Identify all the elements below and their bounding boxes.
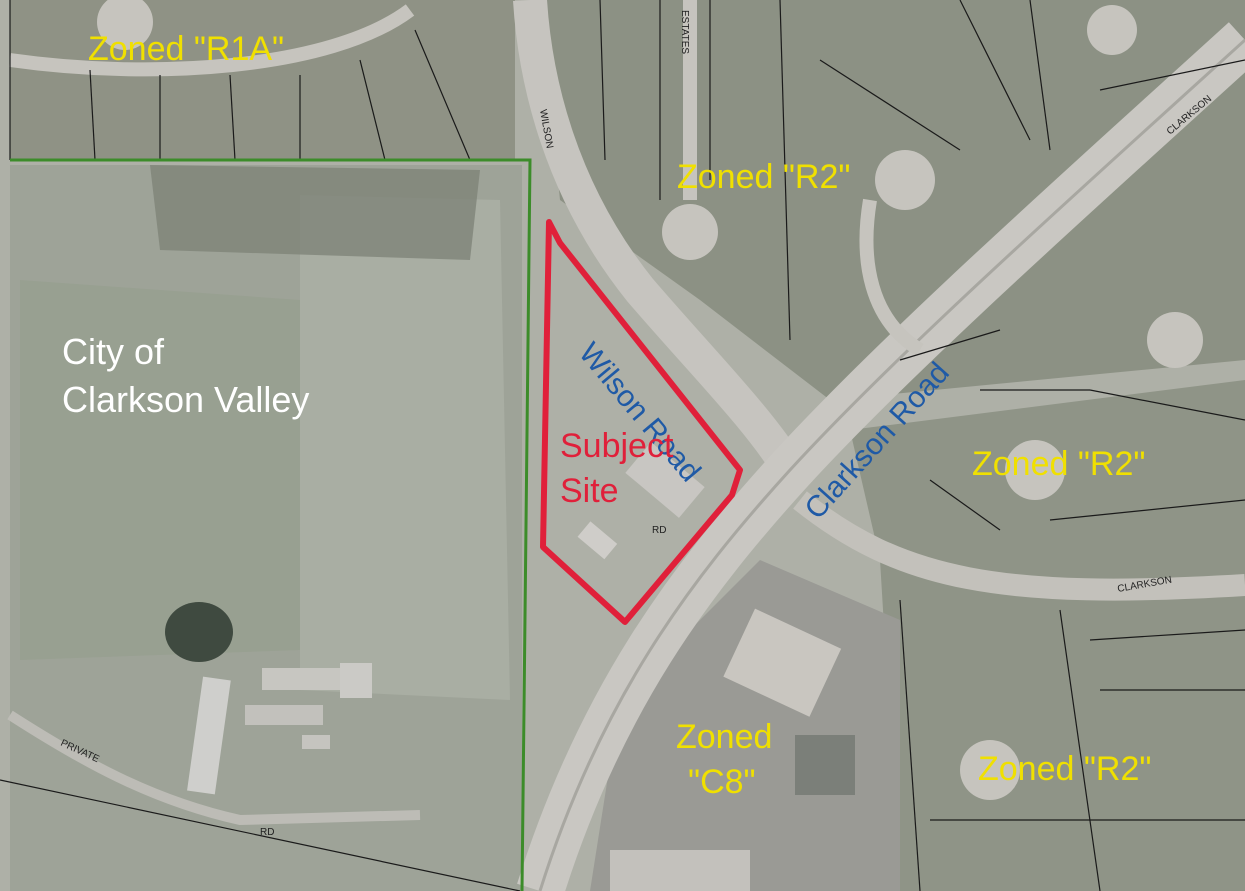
city-label-line2: Clarkson Valley bbox=[62, 379, 310, 420]
pond bbox=[165, 602, 233, 662]
city-limit-line bbox=[10, 158, 532, 891]
residential-nw bbox=[10, 0, 515, 160]
cul-de-sac-ne-2 bbox=[875, 150, 935, 210]
site-building bbox=[625, 442, 705, 518]
zone-label-c8-line1: Zoned bbox=[676, 718, 773, 756]
wilson-road bbox=[513, 0, 805, 479]
zone-label-r1a: Zoned "R1A" bbox=[88, 30, 285, 68]
cul-de-sac-r1a bbox=[97, 0, 153, 50]
commercial-building-3 bbox=[795, 735, 855, 795]
zone-label-r2-top: Zoned "R2" bbox=[677, 158, 851, 196]
subject-site-label-line1: Subject bbox=[560, 427, 674, 465]
subject-site-label-line2: Site bbox=[560, 472, 619, 510]
clarkson-road-median bbox=[538, 38, 1245, 891]
farm-building-3 bbox=[340, 663, 372, 698]
farm-building-4 bbox=[302, 735, 330, 749]
private-road bbox=[7, 710, 421, 826]
city-label-line1: City of bbox=[62, 331, 165, 372]
residential-street-ne bbox=[859, 198, 924, 356]
cul-de-sac-ne-1 bbox=[1087, 5, 1137, 55]
street-label-estates: ESTATES bbox=[679, 10, 690, 54]
subject-site-outline bbox=[540, 219, 743, 625]
wooded-strip bbox=[150, 165, 480, 260]
farm-building-2 bbox=[245, 705, 323, 725]
site-building-2 bbox=[577, 521, 618, 560]
street-label-rd-left: RD bbox=[260, 827, 274, 838]
cul-de-sac-r2-top bbox=[662, 204, 718, 260]
commercial-building-2 bbox=[610, 850, 750, 891]
zone-label-c8-line2: "C8" bbox=[688, 763, 756, 801]
residential-se bbox=[850, 380, 1245, 891]
cul-de-sac-e bbox=[1147, 312, 1203, 368]
clarkson-side-street bbox=[793, 491, 1245, 601]
farm-building-1 bbox=[262, 668, 342, 690]
field-plot-light bbox=[300, 195, 510, 700]
farm-building-long bbox=[187, 676, 231, 795]
street-label-rd-site: RD bbox=[652, 525, 666, 536]
residential-street-r1a bbox=[9, 4, 415, 77]
cul-de-sac-r2-bottom bbox=[960, 740, 1020, 800]
zone-label-r2-bottom: Zoned "R2" bbox=[978, 750, 1152, 788]
cul-de-sac-r2-right bbox=[1005, 440, 1065, 500]
commercial-building bbox=[723, 608, 842, 717]
field-plot-dark bbox=[20, 280, 300, 660]
zone-label-r2-right: Zoned "R2" bbox=[972, 445, 1146, 483]
